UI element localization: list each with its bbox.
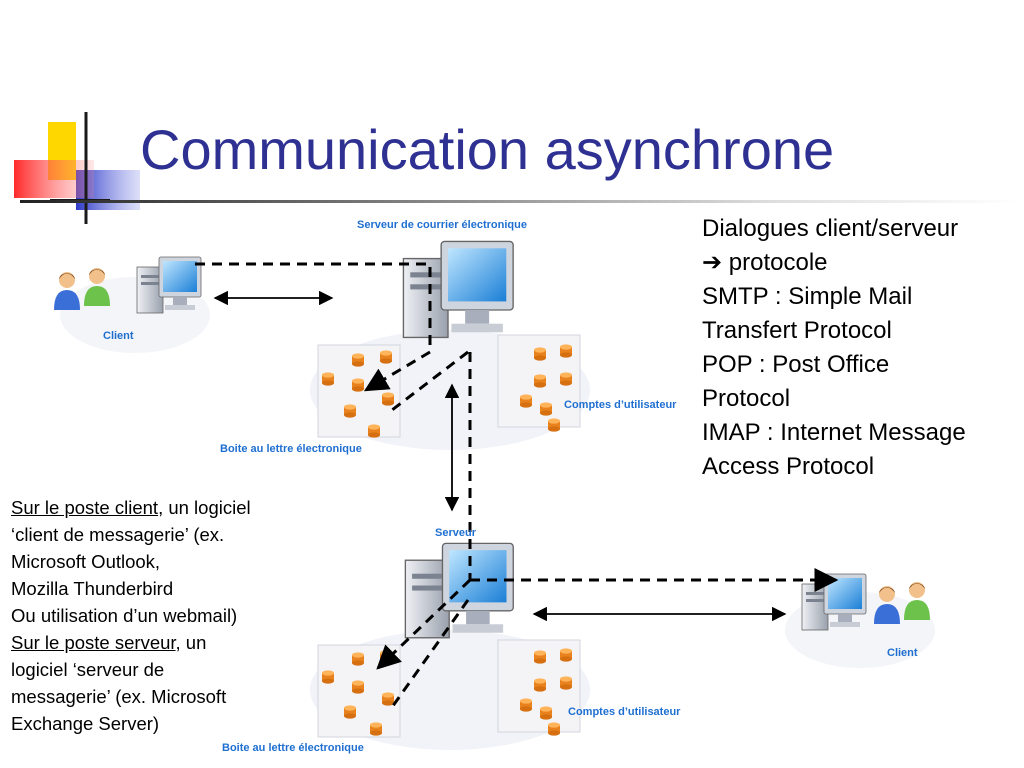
text-line: IMAP : Internet Message (702, 419, 966, 446)
text-fragment: Sur le poste serveur (11, 632, 176, 653)
text-line: Mozilla Thunderbird (11, 578, 174, 599)
protocol-text: Dialogues client/serveur ➔ protocole SMT… (702, 212, 966, 484)
flow-server-to-mailbox-bottom (376, 578, 472, 670)
text-line: SMTP : Simple Mail (702, 283, 913, 310)
text-fragment: Sur le poste client (11, 497, 159, 518)
message-flow (195, 262, 839, 711)
text-line: Access Protocol (702, 453, 875, 480)
label-mailbox-bottom: Boite au lettre électronique (222, 742, 364, 754)
client-bottom-node (785, 573, 935, 668)
page-title: Communication asynchrone (140, 118, 835, 181)
text-line: Sur le poste client, un logiciel (11, 494, 251, 521)
software-text: Sur le poste client, un logiciel ‘client… (11, 494, 251, 737)
label-mail-server: Serveur de courrier électronique (357, 219, 527, 231)
text-line: Microsoft Outlook, (11, 551, 161, 572)
label-client-bottom: Client (887, 647, 918, 659)
server-bottom-node (310, 542, 590, 750)
text-line: ➔ protocole (702, 246, 966, 280)
computer-icon (404, 542, 515, 639)
label-client-top: Client (103, 330, 134, 342)
server-top-node (310, 240, 590, 450)
label-server-bottom: Serveur (435, 527, 476, 539)
title-decoration (14, 112, 140, 224)
text-line: Dialogues client/serveur (702, 215, 959, 242)
text-fragment: , un logiciel (158, 497, 251, 518)
label-accounts-top: Comptes d’utilisateur (564, 399, 677, 411)
text-fragment: , un (175, 632, 207, 653)
flow-server-to-mailbox-bottom-2 (388, 599, 470, 711)
label-mailbox-top: Boite au lettre électronique (220, 443, 362, 455)
text-fragment: protocole (728, 249, 828, 276)
text-line: Sur le poste serveur, un (11, 629, 251, 656)
text-line: Transfert Protocol (702, 317, 892, 344)
text-line: ‘client de messagerie’ (ex. (11, 524, 225, 545)
flow-client-to-server (195, 262, 432, 392)
computer-icon (402, 240, 515, 339)
text-line: logiciel ‘serveur de (11, 659, 165, 680)
dialog-arrows (213, 290, 787, 622)
text-line: messagerie’ (ex. Microsoft (11, 686, 227, 707)
right-arrow-icon: ➔ (702, 249, 723, 276)
text-line: Ou utilisation d’un webmail) (11, 605, 238, 626)
label-accounts-bottom: Comptes d’utilisateur (568, 706, 681, 718)
text-line: Protocol (702, 385, 791, 412)
title-rule (20, 200, 1020, 203)
client-top-node (54, 256, 210, 353)
text-line: POP : Post Office (702, 351, 890, 378)
text-line: Exchange Server) (11, 713, 160, 734)
